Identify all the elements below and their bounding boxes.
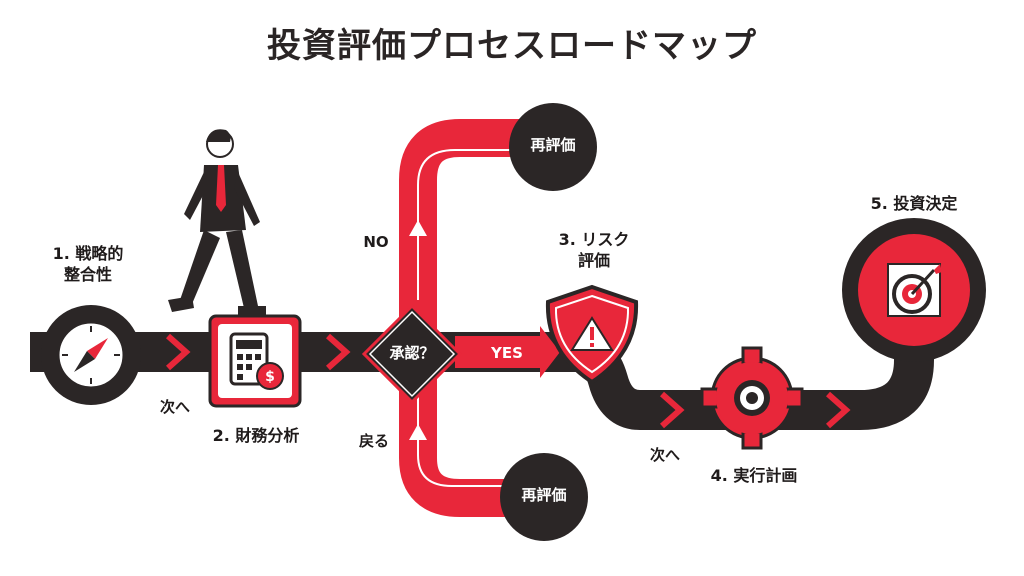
warning-shield-icon bbox=[570, 316, 614, 351]
reevaluation-loop-bottom bbox=[399, 360, 542, 517]
connector-next-2: 次へ bbox=[649, 446, 680, 464]
chevron-arrow-3 bbox=[660, 391, 685, 429]
step4-gear-node bbox=[700, 346, 804, 450]
compass-icon bbox=[62, 326, 120, 384]
step5-label: 5. 投資決定 bbox=[870, 194, 958, 213]
decision-diamond bbox=[361, 303, 463, 405]
step1-compass-node bbox=[41, 305, 141, 405]
up-arrow-icon bbox=[409, 424, 427, 440]
svg-text:$: $ bbox=[265, 369, 275, 385]
step4-label: 4. 実行計画 bbox=[710, 466, 798, 485]
up-arrow-icon bbox=[409, 220, 427, 236]
yes-arrow bbox=[455, 326, 560, 378]
businessman-illustration bbox=[168, 129, 266, 316]
connector-next-1: 次へ bbox=[159, 398, 190, 416]
chevron-arrow-1 bbox=[166, 333, 191, 371]
chevron-arrow-4 bbox=[826, 391, 851, 429]
step1-label-line1: 1. 戦略的 bbox=[52, 244, 124, 263]
step2-finance-node: $ bbox=[208, 314, 302, 408]
branch-yes-label: YES bbox=[491, 344, 523, 362]
step3-risk-node bbox=[545, 284, 639, 385]
step1-label: 1. 戦略的 整合性 bbox=[40, 244, 136, 286]
step5-target-node bbox=[842, 218, 986, 362]
reeval-bottom-node bbox=[500, 453, 588, 541]
target-icon bbox=[887, 263, 942, 317]
reeval-bottom-label: 再評価 bbox=[521, 486, 567, 504]
calculator-coin-icon: $ bbox=[229, 332, 284, 390]
step3-label-line1: 3. リスク bbox=[558, 230, 630, 249]
branch-no-label: NO bbox=[363, 233, 389, 251]
branch-back-label: 戻る bbox=[358, 432, 389, 450]
step3-label: 3. リスク 評価 bbox=[546, 230, 642, 272]
gear-icon bbox=[700, 346, 804, 450]
reevaluation-loop-top bbox=[399, 119, 552, 340]
reeval-top-label: 再評価 bbox=[530, 136, 576, 154]
chevron-arrow-2 bbox=[326, 333, 351, 371]
step1-label-line2: 整合性 bbox=[63, 264, 112, 284]
step2-label: 2. 財務分析 bbox=[212, 426, 300, 445]
step3-label-line2: 評価 bbox=[577, 250, 610, 270]
page-title: 投資評価プロセスロードマップ bbox=[267, 26, 757, 66]
reeval-top-node bbox=[509, 103, 597, 191]
decision-label: 承認？ bbox=[389, 344, 435, 362]
